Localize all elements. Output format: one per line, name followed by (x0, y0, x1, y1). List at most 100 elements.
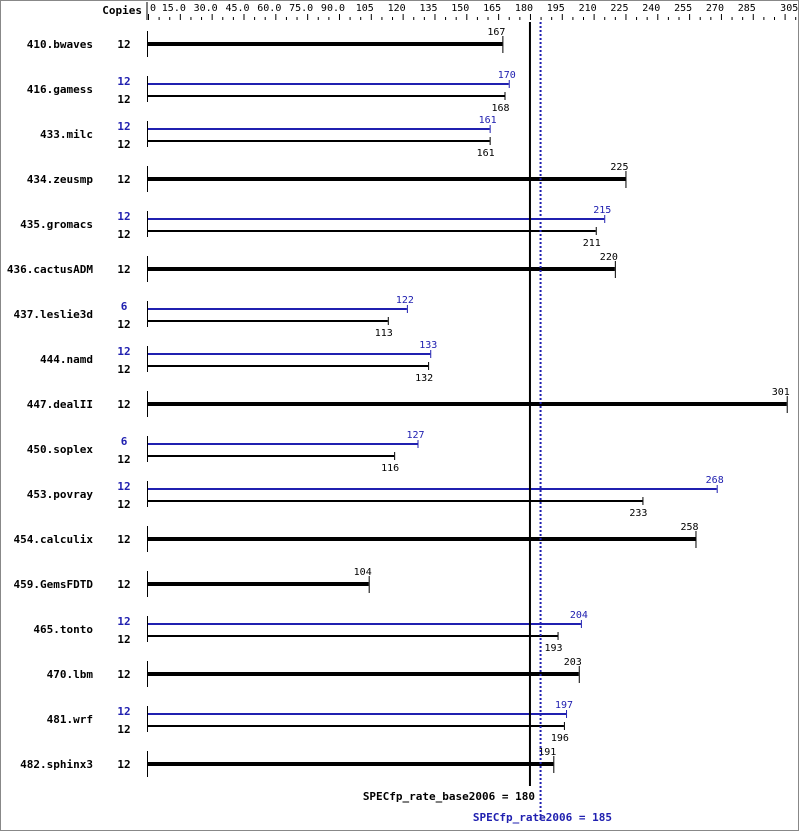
peak-bar (148, 218, 605, 220)
base-copies: 12 (117, 318, 130, 331)
base-value: 225 (610, 162, 628, 173)
tick-label: 255 (674, 3, 692, 14)
base-copies: 12 (117, 668, 130, 681)
peak-summary-label: SPECfp_rate2006 = 185 (473, 811, 612, 824)
base-value: 258 (680, 522, 698, 533)
peak-value: 268 (706, 475, 724, 486)
base-bar (148, 95, 505, 97)
peak-copies: 12 (117, 210, 130, 223)
base-bar (148, 725, 564, 727)
tick-label: 75.0 (289, 3, 313, 14)
base-summary-label: SPECfp_rate_base2006 = 180 (363, 790, 535, 803)
base-value: 211 (583, 238, 601, 249)
peak-value: 161 (479, 115, 497, 126)
base-value: 167 (487, 27, 505, 38)
peak-value: 215 (593, 205, 611, 216)
base-value: 113 (375, 328, 393, 339)
base-copies: 12 (117, 498, 130, 511)
tick-label: 210 (579, 3, 597, 14)
peak-copies: 12 (117, 120, 130, 133)
tick-label: 90.0 (321, 3, 345, 14)
base-value: 203 (564, 657, 582, 668)
base-bar (148, 320, 388, 322)
base-bar (148, 177, 626, 181)
peak-bar (148, 83, 509, 85)
tick-label: 0 (150, 3, 156, 14)
benchmark-name: 444.namd (40, 353, 93, 366)
benchmark-name: 470.lbm (47, 668, 94, 681)
base-copies: 12 (117, 758, 130, 771)
peak-copies: 12 (117, 705, 130, 718)
tick-label: 305 (780, 3, 798, 14)
base-bar (148, 500, 643, 502)
base-copies: 12 (117, 398, 130, 411)
base-bar (148, 267, 615, 271)
benchmark-name: 481.wrf (47, 713, 93, 726)
tick-label: 195 (547, 3, 565, 14)
tick-label: 225 (610, 3, 628, 14)
base-value: 301 (772, 387, 790, 398)
peak-value: 127 (406, 430, 424, 441)
benchmark-name: 453.povray (27, 488, 94, 501)
base-value: 233 (629, 508, 647, 519)
base-bar (148, 672, 579, 676)
benchmark-name: 436.cactusADM (7, 263, 93, 276)
benchmark-name: 450.soplex (27, 443, 94, 456)
base-value: 104 (354, 567, 372, 578)
copies-header: Copies (102, 4, 142, 17)
tick-label: 135 (419, 3, 437, 14)
peak-value: 170 (498, 70, 516, 81)
base-bar (148, 762, 554, 766)
benchmark-name: 482.sphinx3 (20, 758, 93, 771)
peak-bar (148, 623, 581, 625)
peak-bar (148, 713, 567, 715)
base-bar (148, 582, 369, 586)
tick-label: 15.0 (162, 3, 186, 14)
benchmark-row: 435.gromacs 12 12 215 211 (20, 205, 611, 249)
tick-label: 45.0 (225, 3, 249, 14)
tick-label: 285 (738, 3, 756, 14)
peak-value: 133 (419, 340, 437, 351)
base-copies: 12 (117, 173, 130, 186)
peak-bar (148, 488, 717, 490)
base-value: 132 (415, 373, 433, 384)
peak-bar (148, 353, 431, 355)
benchmark-name: 465.tonto (33, 623, 93, 636)
tick-label: 105 (356, 3, 374, 14)
base-bar (148, 402, 787, 406)
base-copies: 12 (117, 228, 130, 241)
benchmark-name: 459.GemsFDTD (14, 578, 94, 591)
peak-value: 197 (555, 700, 573, 711)
base-copies: 12 (117, 723, 130, 736)
tick-label: 120 (388, 3, 406, 14)
peak-value: 204 (570, 610, 588, 621)
benchmark-name: 454.calculix (14, 533, 94, 546)
base-value: 220 (600, 252, 618, 263)
benchmark-name: 435.gromacs (20, 218, 93, 231)
peak-copies: 12 (117, 615, 130, 628)
peak-copies: 12 (117, 345, 130, 358)
base-copies: 12 (117, 138, 130, 151)
tick-label: 60.0 (257, 3, 281, 14)
base-bar (148, 537, 696, 541)
base-bar (148, 635, 558, 637)
base-bar (148, 140, 490, 142)
peak-bar (148, 308, 407, 310)
base-value: 168 (491, 103, 509, 114)
benchmark-name: 433.milc (40, 128, 93, 141)
